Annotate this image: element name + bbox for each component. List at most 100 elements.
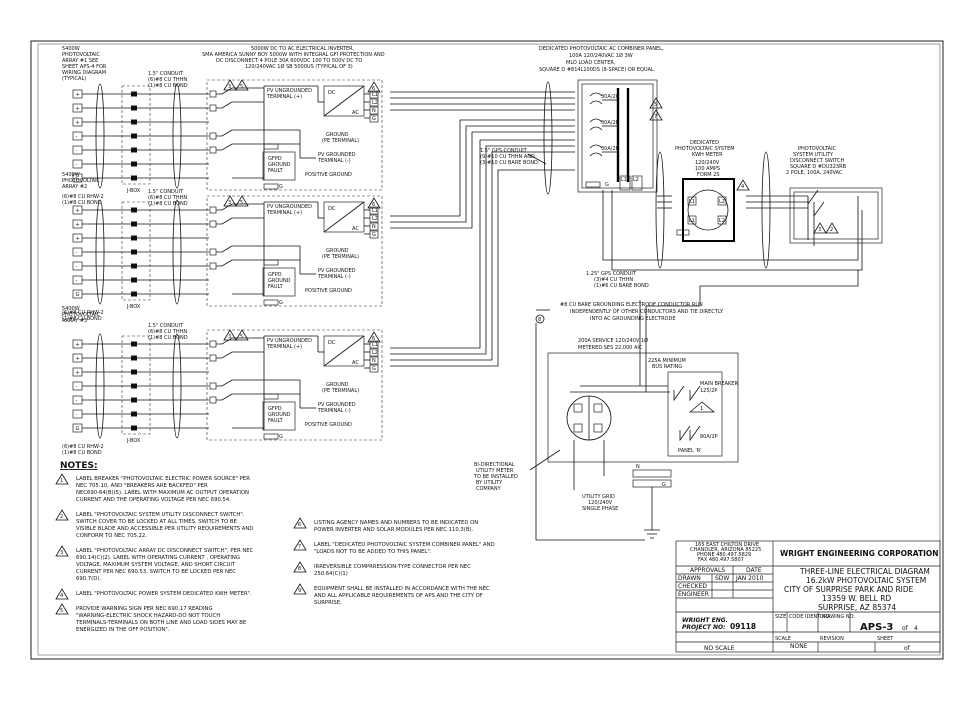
array-1-title-2: ARRAY #1 SEE [62, 58, 98, 64]
engineer-h: ENGINEER [678, 591, 709, 598]
array-3-terminal-label: - [76, 384, 78, 390]
callout-kwh: 4 [741, 184, 744, 190]
combiner-l1: L1 [621, 177, 627, 183]
revision-h: REVISION [820, 636, 844, 642]
pv-ungrounded-1: PV UNGROUNDED [267, 88, 312, 94]
drawing-number: APS-3 [860, 622, 893, 633]
jbox-label-2: J-BOX [126, 304, 141, 310]
pv-grounded-1: PV GROUNDED [318, 268, 356, 274]
inverter-note-1: 5000W DC TO AC ELECTRICAL INVERTER, [251, 46, 355, 52]
array-2-terminal [72, 261, 83, 271]
array-2-wire-1: (1)#8 CU BOND [62, 316, 102, 322]
note-7-line-1: "LOADS NOT TO BE ADDED TO THIS PANEL". [314, 549, 432, 555]
array-2-terminal [72, 247, 83, 257]
note-5-line-1: "WARNING-ELECTRIC SHOCK HAZARD-DO NOT TO… [76, 613, 220, 619]
note-triangle [293, 561, 307, 573]
inv-callout-5: 5 [240, 200, 243, 206]
array-1-terminal [72, 145, 83, 155]
array-2-terminal-label: G [76, 292, 80, 298]
array-1-terminal-label: + [76, 106, 80, 112]
note-3-line-4: 690.7(D). [76, 576, 101, 582]
conduit-2-line-2: (1)#8 CU BOND [148, 201, 188, 207]
note-triangle [293, 583, 307, 595]
note-9-line-1: AND ALL APPLICABLE REQUIREMENTS OF APS A… [314, 593, 483, 599]
inv-callout-5: 5 [240, 334, 243, 340]
callouts-equipment: 4 5 7 3 2 [649, 97, 839, 234]
bus-line-2: BUS RATING [652, 364, 682, 370]
gfpd-box [262, 151, 296, 181]
note-5-line-0: PROVIDE WARNING SIGN PER NEC 690.17 READ… [76, 606, 213, 612]
array-2-terminal-label: + [76, 236, 80, 242]
company-name: WRIGHT ENGINEERING CORPORATION [780, 549, 939, 558]
array-1-wire-0: (6)#8 CU RHW-2 [62, 194, 104, 200]
inv-g: G [279, 184, 283, 190]
inverter-2 [206, 195, 383, 307]
title-1: THREE-LINE ELECTRICAL DIAGRAM [799, 567, 930, 576]
gps-conduit-2-line-1: 1.25" GPS CONDUIT [586, 271, 637, 277]
note-number: 3 [60, 550, 63, 556]
bidir-line-4: BY UTILITY [476, 480, 503, 486]
jbox-3 [121, 335, 151, 435]
inv-callout-3: 3 [228, 334, 231, 340]
array-2-title-2: ARRAY #2 [62, 184, 87, 190]
gfpd-1: GROUND [268, 278, 291, 284]
array-3-title-1: PHOTOVOLTAIC [62, 312, 101, 318]
sheet-border-outer [30, 40, 944, 660]
callout-disc-3: 3 [818, 227, 821, 233]
pv-ungrounded-2: TERMINAL (+) [266, 344, 302, 350]
array-3-terminal-label: + [76, 356, 80, 362]
note-1-line-1: NEC 705.10, AND "BREAKERS ARE BACKFED" P… [76, 483, 208, 489]
project-label-1: WRIGHT ENG. [682, 617, 728, 624]
inv-out-g: G [372, 232, 376, 238]
pv-ungrounded-1: PV UNGROUNDED [267, 204, 312, 210]
disconnect-line-4: SQUARE D #DU323RB [790, 164, 847, 170]
gps-conduit-1-line-3: (3)#10 CU BARE BOND. [480, 160, 540, 166]
inv-out-g: G [372, 116, 376, 122]
array-2-terminal-label: - [76, 250, 78, 256]
combiner-line-1: DEDICATED PHOTOVOLTAIC AC COMBINER PANEL… [539, 46, 664, 52]
note-8-line-1: 250.64(C)(1) [314, 571, 348, 577]
note-1-line-3: CURRENT AND THE OPERATING VOLTAGE PER NE… [76, 497, 231, 503]
note-3-line-2: VOLTAGE, MAXIMUM SYSTEM VOLTAGE, AND SHO… [76, 562, 236, 568]
array-2-terminal-label: - [76, 264, 78, 270]
note-number: 6 [298, 522, 301, 528]
ground-pe-1: GROUND [326, 132, 349, 138]
note-triangle [55, 545, 69, 557]
inverter-3 [206, 329, 383, 441]
title-2: 16.2kW PHOTOVOLTAIC SYSTEM [806, 576, 926, 585]
inverter-note: 5000W DC TO AC ELECTRICAL INVERTER, SMA … [202, 46, 385, 70]
inv-callout-6: 6 [372, 336, 375, 342]
pv-grounded-2: TERMINAL (-) [317, 274, 351, 280]
breaker-3: 30A/2P [601, 146, 619, 152]
callout-panel-1: 1 [700, 406, 703, 412]
kwh-line-5: 100 AMPS [695, 166, 720, 172]
inv-out-l2: L2 [372, 100, 378, 106]
note-number: 9 [298, 588, 301, 594]
sheet-h: SHEET [877, 636, 894, 642]
array-1-terminal-label: G [76, 176, 80, 182]
addr-4: FAX 480.497.5807 [698, 557, 744, 563]
note-9-line-0: EQUIPMENT SHALL BE INSTALLED IN ACCORDAN… [314, 586, 490, 592]
combiner-g: G [605, 182, 609, 188]
note-5-line-3: ENERGIZED IN THE OFF POSITION". [76, 627, 170, 633]
inv-out-l2: L2 [372, 216, 378, 222]
addr-3: PHONE 480.497.5829 [697, 552, 751, 558]
jbox-2 [121, 201, 151, 301]
note-triangle [55, 588, 69, 600]
dc-ac-converter [323, 85, 365, 117]
array-3-terminal [72, 395, 83, 405]
project-label-2: PROJECT NO: [682, 624, 726, 631]
gfpd-box [262, 267, 296, 297]
inv-callout-6: 6 [372, 86, 375, 92]
note-2-line-0: LABEL "PHOTOVOLTAIC SYSTEM UTILITY DISCO… [76, 512, 245, 518]
note-number: 5 [60, 608, 63, 614]
kwh-line-4: 120/240V [695, 160, 720, 166]
kwh-line-6: FORM 2S [697, 172, 720, 178]
no-scale: NO SCALE [704, 645, 735, 652]
service-line-1: 200A SERVICE 120/240V 1Ø [578, 337, 648, 344]
positive-ground: POSITIVE GROUND [305, 172, 352, 178]
disconnect-line-2: SYSTEM UTILITY [793, 152, 834, 158]
title-5: SURPRISE, AZ 85374 [818, 603, 896, 612]
